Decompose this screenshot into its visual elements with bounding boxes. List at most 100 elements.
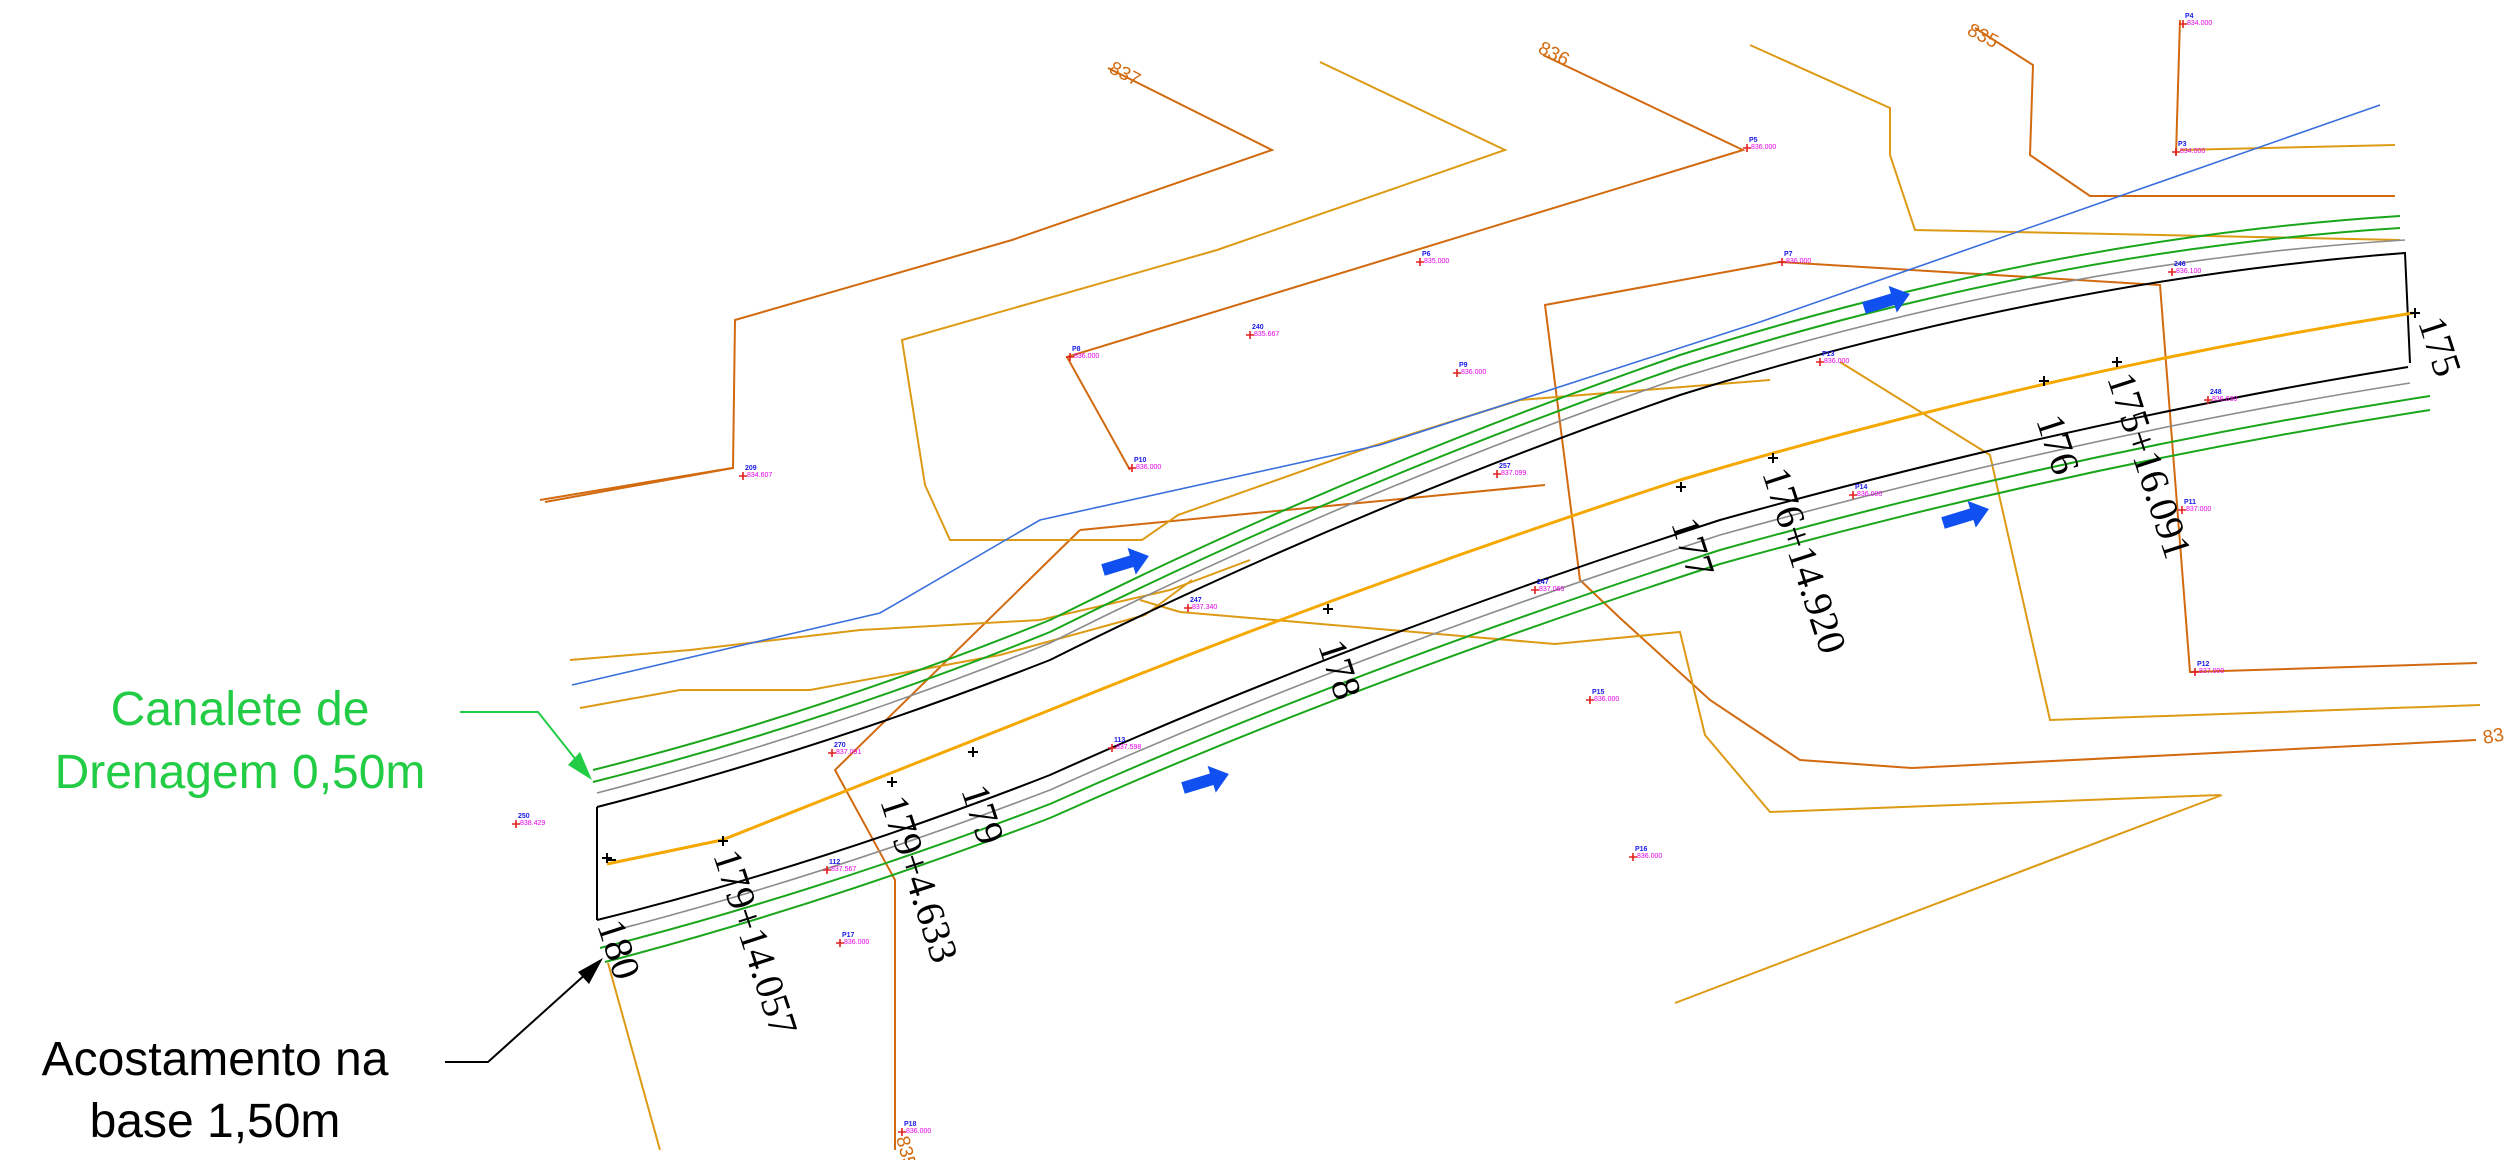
canal-callout-line1: Canalete de	[111, 683, 370, 736]
survey-point-marker-icon	[1531, 586, 1539, 594]
survey-point-elevation: 835.667	[1254, 331, 1279, 338]
survey-point-elevation: 837.000	[2186, 506, 2211, 513]
survey-point-marker-icon	[823, 866, 831, 874]
survey-point-id: P4	[2185, 13, 2194, 20]
survey-point-marker-icon	[1108, 744, 1116, 752]
survey-point-elevation: 836.000	[844, 939, 869, 946]
shoulder-callout-line1: Acostamento na	[42, 1033, 389, 1086]
survey-point-id: P18	[904, 1121, 917, 1128]
road-edge-north-line	[596, 251, 2411, 808]
survey-point-marker-icon	[2179, 20, 2187, 28]
survey-point-marker-icon	[1066, 353, 1074, 361]
survey-point-marker-icon	[1128, 464, 1136, 472]
contour-836-ring	[1543, 261, 2477, 770]
survey-point-marker-icon	[1778, 258, 1786, 266]
survey-point-elevation: 834.607	[747, 472, 772, 479]
shoulder-callout-line2: base 1,50m	[90, 1095, 341, 1148]
survey-point-elevation: 836.000	[1824, 358, 1849, 365]
survey-point-elevation: 836.000	[906, 1128, 931, 1135]
contour-836-b	[1779, 261, 2478, 674]
flow-arrow-icon	[1862, 285, 1910, 314]
survey-point-id: 250	[518, 813, 530, 820]
survey-point-id: P7	[1784, 251, 1793, 258]
survey-point-marker-icon	[1743, 144, 1751, 152]
station-tick-180	[602, 853, 616, 863]
survey-point-elevation: 838.429	[520, 820, 545, 827]
survey-point-id: P6	[1422, 251, 1431, 258]
survey-point-elevation: 836.000	[1857, 491, 1882, 498]
survey-point-id: P17	[842, 932, 855, 939]
survey-point-marker-icon	[1849, 491, 1857, 499]
survey-point-marker-icon	[1586, 696, 1594, 704]
canal-callout-line2: Drenagem 0,50m	[55, 746, 426, 799]
survey-point-marker-icon	[1184, 604, 1192, 612]
survey-point-elevation: 837.091	[836, 749, 861, 756]
survey-point-id: P13	[1822, 351, 1835, 358]
survey-point-id: 257	[1499, 463, 1511, 470]
survey-point-id: 270	[834, 742, 846, 749]
survey-point-id: 240	[1252, 324, 1264, 331]
survey-point-marker-icon	[739, 472, 747, 480]
canal-callout-arrowhead-icon	[568, 752, 592, 780]
survey-point-marker-icon	[1493, 470, 1501, 478]
survey-point-marker-icon	[2204, 396, 2212, 404]
survey-point-id: 112	[829, 859, 840, 866]
contour-label-83-right: 83	[2481, 725, 2505, 749]
minor-contour-8	[1674, 794, 2223, 1004]
survey-point-elevation: 837.099	[1501, 470, 1526, 477]
survey-point-id: 247	[1537, 579, 1549, 586]
flow-arrow-icon	[1101, 547, 1149, 576]
survey-point-elevation: 836.000	[1637, 853, 1662, 860]
minor-contour-7	[1839, 361, 2481, 722]
canal-south-outer	[604, 409, 2431, 963]
road-edges	[596, 251, 2411, 921]
contour-837-west	[539, 467, 733, 501]
station-tick-179-14	[718, 836, 728, 846]
contour-836-south	[1079, 484, 1546, 531]
survey-point-marker-icon	[2172, 148, 2180, 156]
minor-contour-3	[2179, 144, 2396, 151]
canal-south-inner	[599, 395, 2431, 949]
station-ticks	[602, 308, 2420, 863]
survey-point-elevation: 837.598	[1116, 744, 1141, 751]
flow-arrows	[1101, 285, 1989, 794]
canal-callout-leader	[460, 711, 589, 776]
flow-arrow-icon	[1941, 500, 1989, 529]
survey-point-marker-icon	[898, 1128, 906, 1136]
survey-point-elevation: 836.000	[1461, 369, 1486, 376]
survey-point-elevation: 837.567	[831, 866, 856, 873]
minor-contour-6	[1179, 611, 2221, 814]
survey-point-elevation: 835.000	[1424, 258, 1449, 265]
flow-arrow-icon	[1181, 765, 1229, 794]
road-centerline	[606, 311, 2414, 866]
survey-point-elevation: 836.000	[1594, 696, 1619, 703]
survey-point-elevation: 836.100	[2176, 268, 2201, 275]
survey-point-elevation: 836.630	[2212, 396, 2237, 403]
survey-point-elevation: 837.000	[2199, 668, 2224, 675]
road-edge-south-line	[596, 366, 2409, 921]
survey-point-id: P14	[1855, 484, 1868, 491]
survey-point-elevation: 834.000	[2187, 20, 2212, 27]
survey-point-id: 209	[745, 465, 757, 472]
survey-point-id: 247	[1190, 597, 1202, 604]
survey-point-marker-icon	[828, 749, 836, 757]
